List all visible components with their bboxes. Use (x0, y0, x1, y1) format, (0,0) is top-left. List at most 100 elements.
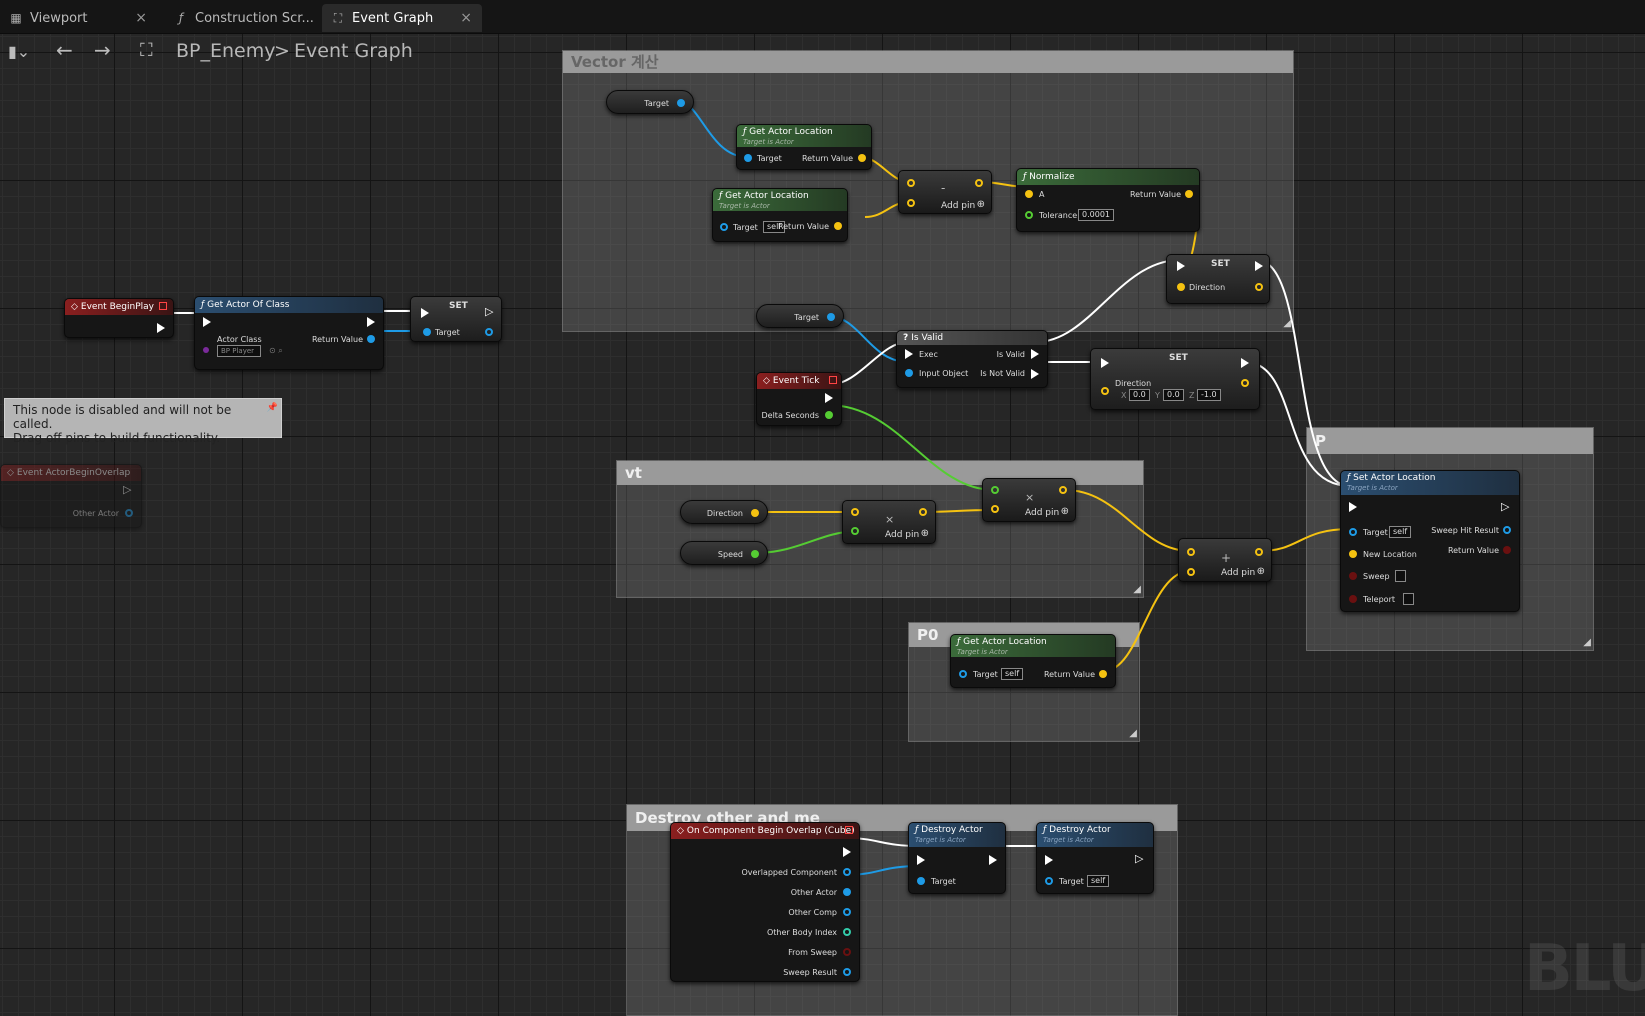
vector-pin[interactable] (1241, 379, 1249, 387)
multiply-node[interactable]: × Add pin ⊕ (982, 478, 1076, 522)
exec-pin[interactable]: ▷ (1135, 852, 1144, 865)
back-arrow-icon[interactable]: ← (56, 38, 73, 62)
vector-pin[interactable] (1187, 568, 1195, 576)
exec-pin[interactable] (917, 855, 925, 865)
is-valid-node[interactable]: ?Is Valid Exec Is Valid Input Object Is … (896, 330, 1048, 388)
struct-pin[interactable] (843, 968, 851, 976)
vector-pin[interactable] (1185, 190, 1193, 198)
self-field[interactable]: self (1087, 875, 1110, 887)
vector-pin[interactable] (975, 179, 983, 187)
vector-pin[interactable] (858, 154, 866, 162)
vector-pin[interactable] (851, 508, 859, 516)
self-field[interactable]: self (1389, 526, 1412, 538)
tab-event-graph[interactable]: ⛶ Event Graph × (322, 4, 482, 32)
x-field[interactable]: 0.0 (1129, 389, 1150, 401)
exec-pin[interactable] (203, 317, 211, 327)
event-actor-begin-overlap-node[interactable]: ◇Event ActorBeginOverlap ▷ Other Actor (0, 464, 142, 528)
bookmark-icon[interactable]: ▮⌄ (8, 42, 31, 61)
exec-pin[interactable] (1101, 358, 1109, 368)
object-pin[interactable] (720, 223, 728, 231)
object-pin[interactable] (744, 154, 752, 162)
z-field[interactable]: -1.0 (1197, 389, 1221, 401)
exec-pin[interactable] (905, 349, 913, 359)
tab-construction-script[interactable]: ƒ Construction Scr... (165, 4, 315, 32)
forward-arrow-icon[interactable]: → (94, 38, 111, 62)
exec-pin[interactable]: ▷ (1501, 500, 1510, 513)
object-pin[interactable] (905, 369, 913, 377)
speed-variable-node[interactable]: Speed (680, 541, 768, 565)
exec-pin[interactable] (1031, 369, 1039, 379)
vector-pin[interactable] (1255, 283, 1263, 291)
add-pin-button[interactable]: Add pin (885, 530, 920, 540)
y-field[interactable]: 0.0 (1163, 389, 1184, 401)
plus-circle-icon[interactable]: ⊕ (1256, 566, 1265, 577)
float-pin[interactable] (991, 486, 999, 494)
bool-pin[interactable] (1349, 595, 1357, 603)
sweep-checkbox[interactable] (1395, 570, 1406, 582)
breadcrumb-graph[interactable]: Event Graph (294, 40, 413, 62)
object-pin[interactable] (485, 328, 493, 336)
add-node[interactable]: + Add pin ⊕ (1178, 538, 1272, 582)
exec-pin[interactable] (157, 323, 165, 333)
vector-pin[interactable] (1187, 548, 1195, 556)
struct-pin[interactable] (1503, 526, 1511, 534)
bool-pin[interactable] (1503, 546, 1511, 554)
plus-circle-icon[interactable]: ⊕ (976, 199, 985, 210)
int-pin[interactable] (843, 928, 851, 936)
exec-pin[interactable] (989, 855, 997, 865)
exec-pin[interactable] (825, 393, 833, 403)
vector-pin[interactable] (1177, 283, 1185, 291)
on-component-begin-overlap-node[interactable]: ◇On Component Begin Overlap (Cube) Overl… (670, 822, 860, 982)
add-pin-button[interactable]: Add pin (1025, 508, 1060, 518)
exec-pin[interactable] (1255, 261, 1263, 271)
vector-pin[interactable] (1059, 486, 1067, 494)
set-target-node[interactable]: SET ▷ Target (410, 296, 502, 342)
resize-handle-icon[interactable]: ◢ (1583, 637, 1591, 648)
exec-out-icon[interactable]: ▷ (485, 305, 494, 318)
bool-pin[interactable] (1349, 572, 1357, 580)
tolerance-field[interactable]: 0.0001 (1078, 209, 1114, 221)
plus-circle-icon[interactable]: ⊕ (1060, 506, 1069, 517)
breadcrumb-blueprint[interactable]: BP_Enemy (176, 40, 276, 62)
target-variable-node[interactable]: Target (606, 90, 694, 114)
exec-pin[interactable] (421, 308, 429, 318)
exec-pin[interactable] (367, 317, 375, 327)
event-begin-play-node[interactable]: ◇Event BeginPlay (64, 298, 174, 338)
tab-viewport[interactable]: ▦ Viewport × (0, 4, 157, 32)
resize-handle-icon[interactable]: ◢ (1129, 728, 1137, 739)
vector-pin[interactable] (751, 509, 759, 517)
pin-icon[interactable]: 📌 (266, 403, 278, 413)
vector-pin[interactable] (907, 179, 915, 187)
event-tick-node[interactable]: ◇Event Tick Delta Seconds (756, 372, 842, 426)
float-pin[interactable] (751, 550, 759, 558)
close-icon[interactable]: × (460, 10, 472, 26)
vector-pin[interactable] (907, 199, 915, 207)
direction-variable-node[interactable]: Direction (680, 500, 768, 524)
object-pin[interactable] (1349, 528, 1357, 536)
multiply-node[interactable]: × Add pin ⊕ (842, 500, 936, 544)
resize-handle-icon[interactable]: ◢ (1133, 584, 1141, 595)
class-dropdown[interactable]: BP Player (217, 345, 261, 357)
float-pin[interactable] (825, 411, 833, 419)
object-pin[interactable] (1045, 877, 1053, 885)
plus-circle-icon[interactable]: ⊕ (920, 528, 929, 539)
add-pin-button[interactable]: Add pin (941, 201, 976, 211)
target-variable-node[interactable]: Target (756, 304, 844, 328)
bool-pin[interactable] (843, 948, 851, 956)
object-pin[interactable] (367, 335, 375, 343)
float-pin[interactable] (1025, 211, 1033, 219)
teleport-checkbox[interactable] (1403, 593, 1414, 605)
exec-pin[interactable] (1031, 349, 1039, 359)
self-field[interactable]: self (1001, 668, 1024, 680)
exec-pin[interactable]: ▷ (123, 483, 132, 496)
exec-pin[interactable] (843, 847, 851, 857)
vector-pin[interactable] (1101, 387, 1109, 395)
object-pin[interactable] (827, 313, 835, 321)
exec-pin[interactable] (1177, 261, 1185, 271)
object-pin[interactable] (959, 670, 967, 678)
